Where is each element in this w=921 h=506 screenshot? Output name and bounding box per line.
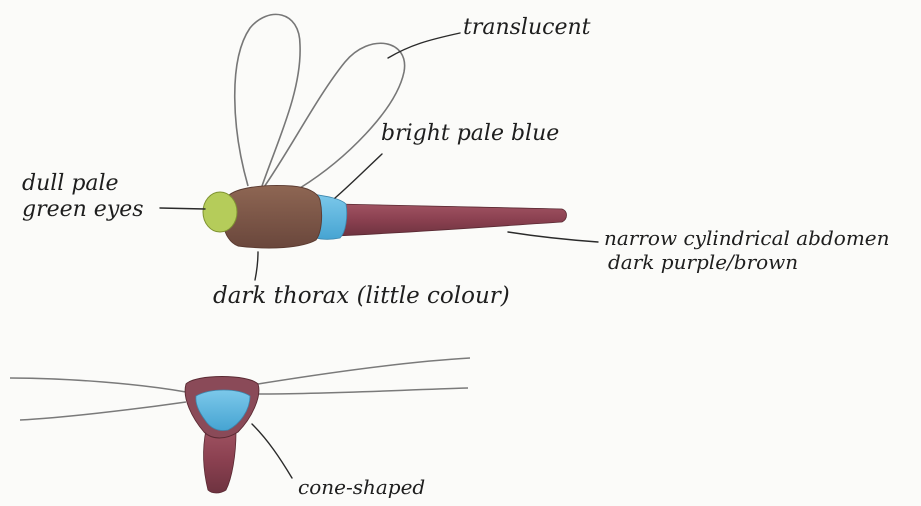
label-thorax: dark thorax (little colour) (213, 284, 510, 309)
abdomen-side (336, 204, 567, 236)
wing-front-right-lower (258, 388, 468, 394)
label-abdomen-line2: dark purple/brown (604, 250, 890, 274)
label-bright-pale-blue: bright pale blue (381, 122, 559, 146)
wing-front-right-upper (258, 358, 470, 384)
pointer-eyes (160, 208, 205, 209)
label-translucent: translucent (463, 16, 591, 40)
pointer-translucent (388, 33, 460, 58)
label-eyes-line2: green eyes (22, 197, 144, 223)
label-abdomen: narrow cylindrical abdomen dark purple/b… (604, 226, 890, 274)
pointer-thorax (255, 252, 258, 280)
label-cone-shaped: cone-shaped (298, 476, 425, 498)
wing-right (262, 43, 405, 190)
thorax-side (223, 185, 322, 248)
label-eyes-line1: dull pale (22, 171, 144, 197)
pointer-abdomen (508, 232, 598, 242)
label-abdomen-line1: narrow cylindrical abdomen (604, 226, 890, 250)
wings-side (235, 14, 405, 190)
wing-left (235, 14, 300, 186)
eye-side (203, 192, 237, 232)
pointer-blue (335, 154, 382, 198)
pointer-cone (252, 424, 292, 478)
label-eyes: dull pale green eyes (22, 171, 144, 223)
wing-front-left-lower (20, 402, 186, 420)
wing-front-left-upper (10, 378, 186, 392)
